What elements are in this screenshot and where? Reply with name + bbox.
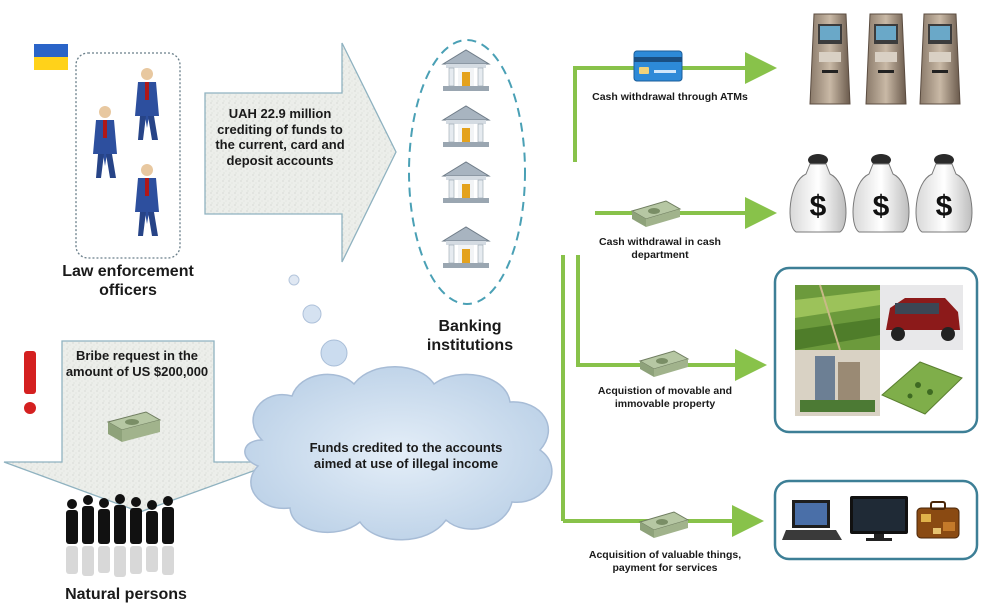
laptop-icon	[782, 500, 842, 540]
landplot-photo	[880, 350, 963, 416]
svg-text:$: $	[810, 190, 827, 223]
tv-monitor-icon	[850, 496, 908, 541]
cash-stack-icon	[638, 350, 690, 377]
svg-text:$: $	[873, 190, 890, 223]
cash-stack-icon	[106, 411, 162, 442]
flow-connectors	[561, 52, 777, 537]
money-bag-icon: $	[915, 154, 973, 233]
thought-bubble	[320, 339, 348, 367]
money-bag-icon: $	[789, 154, 847, 233]
fields-photo	[795, 284, 880, 351]
ukraine-flag-icon	[34, 44, 68, 70]
officers-box	[75, 52, 181, 259]
bank-building-icon	[441, 105, 491, 147]
cash-department-label: Cash withdrawal in cash department	[599, 236, 721, 261]
credit-card-icon	[633, 50, 683, 82]
svg-text:$: $	[936, 190, 953, 223]
officer-figure-icon	[135, 164, 159, 236]
funds-cloud	[244, 366, 553, 541]
suitcase-icon	[916, 501, 960, 539]
natural-persons-label: Natural persons	[65, 586, 187, 603]
law-enforcement-label: Law enforcement officers	[62, 263, 194, 300]
thought-bubble	[288, 274, 300, 286]
building-photo	[795, 350, 880, 416]
thought-bubble	[302, 304, 322, 324]
valuables-label: Acquisition of valuable things, payment …	[588, 549, 742, 574]
suv-car-photo	[880, 285, 963, 350]
bank-building-icon	[441, 226, 491, 268]
atm-machine-icon	[865, 13, 907, 105]
cash-stack-icon	[638, 511, 690, 538]
people-silhouette-icon	[66, 494, 174, 544]
money-bag-icon: $	[852, 154, 910, 233]
funds-cloud-label: Funds credited to the accounts aimed at …	[309, 440, 503, 471]
atm-machine-icon	[919, 13, 961, 105]
cash-stack-icon	[630, 200, 682, 227]
banking-institutions-label: Banking institutions	[426, 318, 514, 355]
bribe-request-label: Bribe request in the amount of US $200,0…	[65, 348, 209, 379]
crediting-arrow	[204, 42, 397, 263]
bank-building-icon	[441, 161, 491, 203]
bank-building-icon	[441, 49, 491, 91]
officer-figure-icon	[93, 106, 117, 178]
atm-machine-icon	[809, 13, 851, 105]
people-reflection	[66, 546, 174, 577]
crediting-label: UAH 22.9 million crediting of funds to t…	[215, 106, 345, 168]
exclamation-icon	[24, 351, 36, 414]
officer-figure-icon	[135, 68, 159, 140]
property-label: Acquistion of movable and immovable prop…	[597, 385, 733, 410]
atm-withdrawal-label: Cash withdrawal through ATMs	[592, 91, 748, 103]
